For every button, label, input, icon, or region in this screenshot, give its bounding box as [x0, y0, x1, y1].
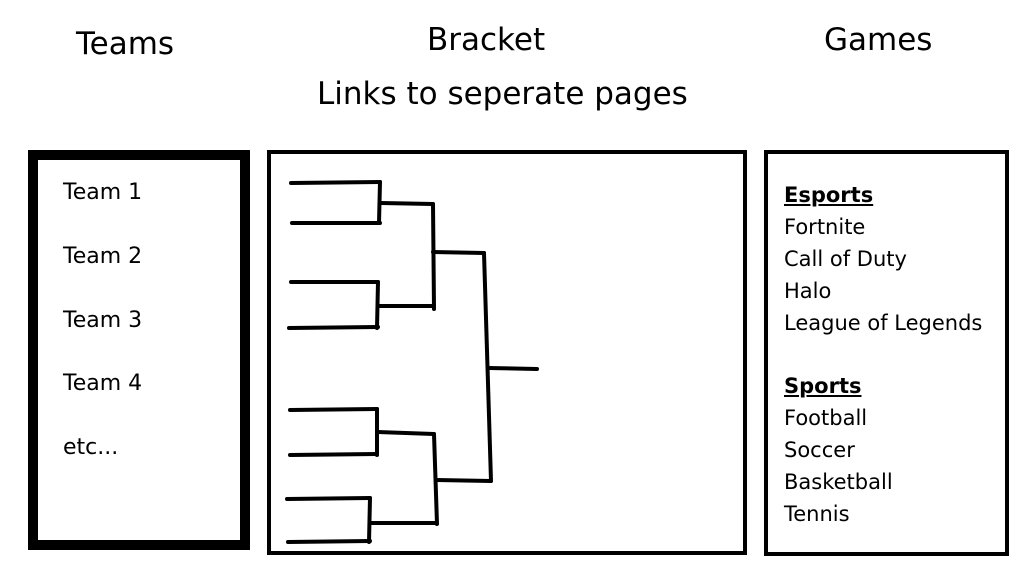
game-link-halo[interactable]: Halo	[784, 279, 832, 303]
bracket-panel	[267, 150, 747, 555]
bracket-semifinal-slot-1[interactable]	[378, 201, 435, 206]
team-link-4[interactable]: Team 4	[63, 371, 143, 396]
bracket-slot-5[interactable]	[288, 407, 379, 412]
game-link-fortnite[interactable]: Fortnite	[784, 215, 866, 239]
sports-category-label: Sports	[784, 374, 862, 398]
games-panel: Esports Fortnite Call of Duty Halo Leagu…	[764, 150, 1009, 556]
bracket-heading: Bracket	[427, 22, 546, 58]
game-link-call-of-duty[interactable]: Call of Duty	[784, 247, 907, 271]
bracket-slot-4[interactable]	[287, 325, 380, 330]
bracket-final-slot-2[interactable]	[434, 478, 493, 483]
bracket-slot-1[interactable]	[289, 180, 382, 185]
list-spacer	[784, 339, 982, 370]
games-list: Esports Fortnite Call of Duty Halo Leagu…	[784, 179, 982, 530]
bracket-connector	[367, 496, 372, 544]
game-link-soccer[interactable]: Soccer	[784, 438, 855, 462]
links-subtitle: Links to seperate pages	[317, 76, 688, 112]
bracket-final-slot-1[interactable]	[431, 250, 486, 255]
team-link-2[interactable]: Team 2	[63, 244, 143, 269]
game-link-basketball[interactable]: Basketball	[784, 470, 893, 494]
esports-category-label: Esports	[784, 183, 874, 207]
game-link-football[interactable]: Football	[784, 406, 868, 430]
bracket-slot-8[interactable]	[286, 539, 372, 544]
teams-panel: Team 1 Team 2 Team 3 Team 4 etc...	[28, 150, 250, 550]
game-link-league-of-legends[interactable]: League of Legends	[784, 311, 983, 335]
game-link-tennis[interactable]: Tennis	[784, 502, 850, 526]
bracket-slot-6[interactable]	[288, 452, 379, 457]
bracket-winner-slot[interactable]	[486, 366, 539, 371]
bracket-slot-7[interactable]	[285, 496, 372, 501]
team-link-3[interactable]: Team 3	[63, 308, 143, 333]
bracket-connector	[431, 202, 436, 311]
team-link-1[interactable]: Team 1	[63, 180, 143, 205]
bracket-semifinal-slot-3[interactable]	[375, 430, 436, 436]
team-link-more[interactable]: etc...	[63, 435, 119, 460]
games-heading: Games	[824, 22, 933, 58]
teams-heading: Teams	[76, 26, 175, 62]
